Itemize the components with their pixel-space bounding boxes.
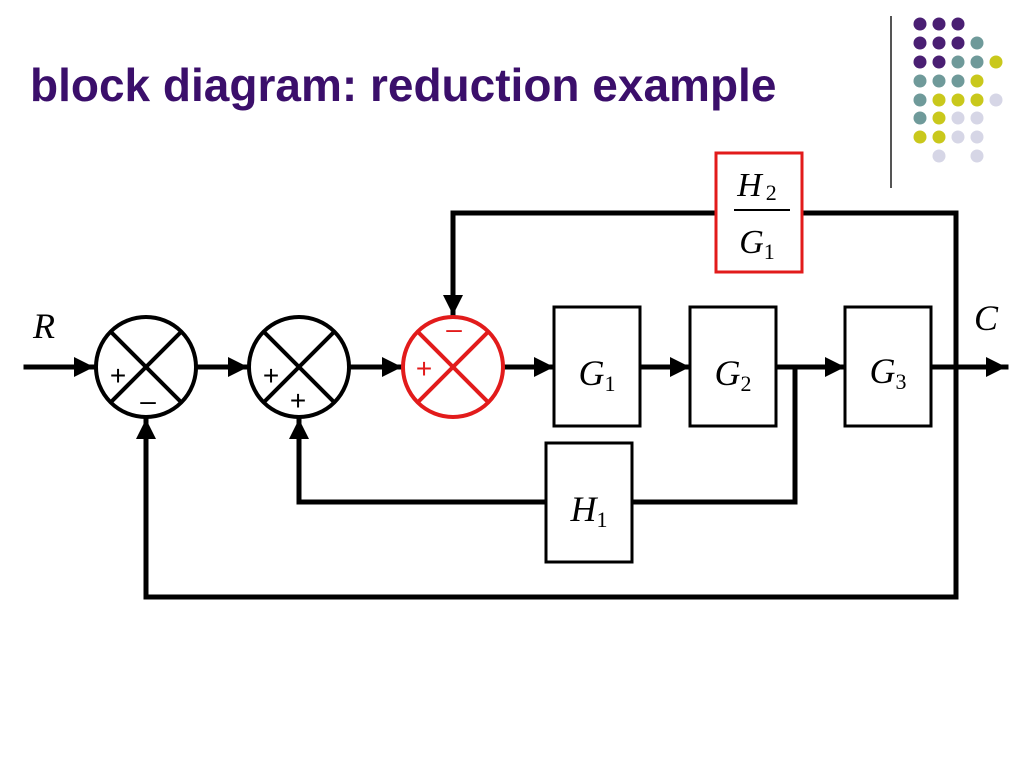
h1-feedback-path-left <box>289 416 549 505</box>
svg-text:G1: G1 <box>739 224 775 264</box>
junction-1-minus-sign: – <box>140 385 156 416</box>
block-g1-symbol: G <box>579 353 605 393</box>
block-h1-symbol: H <box>570 489 599 529</box>
h2-feedback-path-right <box>799 210 959 370</box>
junction-2-bottom-plus-sign: + <box>290 385 306 416</box>
svg-text:H2: H2 <box>736 167 777 205</box>
summing-junction-2: + + <box>247 315 351 419</box>
block-g3-subscript: 3 <box>896 369 907 394</box>
junction-3-minus-sign: – <box>446 313 462 344</box>
decorative-divider <box>890 16 892 188</box>
h1-feedback-path-right <box>629 364 798 505</box>
output-label-c: C <box>974 298 999 338</box>
block-h2-numerator-symbol: H <box>736 167 764 204</box>
block-h2-denominator-symbol: G <box>739 224 764 261</box>
slide-title: block diagram: reduction example <box>30 59 777 111</box>
block-g2-symbol: G <box>715 353 741 393</box>
block-g3-symbol: G <box>870 351 896 391</box>
summing-junction-3-highlighted: – + <box>401 313 505 419</box>
block-h1: H1 <box>544 441 634 564</box>
junction-1-plus-sign: + <box>110 360 126 391</box>
block-h1-subscript: 1 <box>597 507 608 532</box>
junction-2-left-plus-sign: + <box>263 360 279 391</box>
block-g1: G1 <box>552 305 642 428</box>
block-h2-numerator-subscript: 2 <box>766 180 777 205</box>
summing-junction-1: + – <box>94 315 198 419</box>
block-h2-denominator-subscript: 1 <box>764 239 775 264</box>
svg-text:G2: G2 <box>715 353 752 396</box>
block-g2: G2 <box>688 305 778 428</box>
input-label-r: R <box>32 306 55 346</box>
svg-text:H1: H1 <box>570 489 608 532</box>
svg-text:G3: G3 <box>870 351 907 394</box>
junction-3-plus-sign: + <box>416 353 432 384</box>
h2-feedback-path-left <box>443 210 719 318</box>
block-g3: G3 <box>843 305 933 428</box>
svg-text:G1: G1 <box>579 353 616 396</box>
unity-feedback-path <box>136 364 959 600</box>
block-g2-subscript: 2 <box>741 371 752 396</box>
block-g1-subscript: 1 <box>605 371 616 396</box>
